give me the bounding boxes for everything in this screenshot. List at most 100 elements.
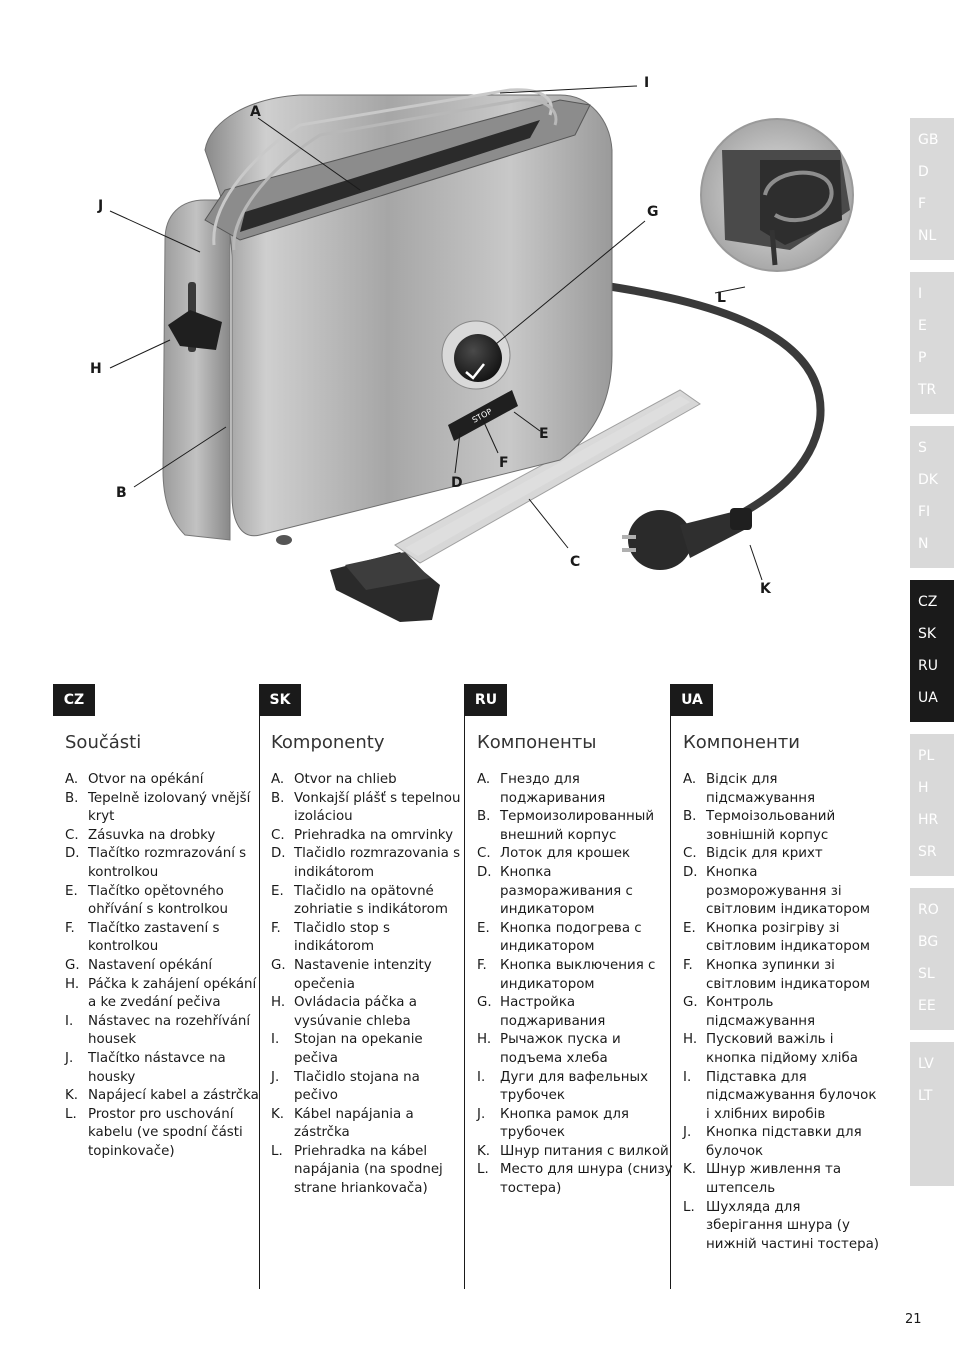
- language-code[interactable]: DK: [918, 472, 938, 488]
- item-text: Otvor na opékání: [88, 772, 204, 787]
- item-letter: I.: [683, 1069, 692, 1085]
- item-letter: D.: [271, 846, 286, 862]
- item-text: Priehradka na kábel napájania (na spodne…: [294, 1143, 443, 1197]
- list-item: C.Priehradka na omrvinky: [271, 827, 467, 846]
- language-code[interactable]: D: [918, 164, 929, 180]
- list-item: I.Nástavec na rozehřívání housek: [65, 1013, 261, 1050]
- list-item: B.Термоізольований зовнішній корпус: [683, 808, 879, 845]
- item-letter: L.: [271, 1143, 283, 1159]
- language-code[interactable]: LV: [918, 1056, 934, 1072]
- column-divider: [464, 684, 465, 1289]
- language-code[interactable]: LT: [918, 1088, 933, 1104]
- item-letter: C.: [683, 846, 697, 862]
- callout-G: G: [647, 204, 659, 220]
- language-tag: RU: [465, 684, 507, 716]
- item-text: Zásuvka na drobky: [88, 827, 216, 843]
- list-item: E. Tlačidlo na opätovné zohriatie s indik…: [271, 883, 467, 920]
- item-letter: E.: [271, 883, 284, 899]
- language-code[interactable]: HR: [918, 812, 939, 828]
- list-item: F.Кнопка зупинки зі світловим індикаторо…: [683, 957, 879, 994]
- control-panel: STOP: [448, 390, 518, 441]
- language-code[interactable]: P: [918, 350, 927, 366]
- item-letter: J.: [683, 1125, 692, 1141]
- list-item: F.Кнопка выключения с индикатором: [477, 957, 673, 994]
- item-text: Кнопка підставки для булочок: [706, 1125, 862, 1159]
- list-item: H.Páčka k zahájení opékání a ke zvedání …: [65, 976, 261, 1013]
- item-letter: F.: [65, 920, 75, 936]
- item-text: Відсік для крихт: [706, 846, 823, 862]
- list-item: D.Кнопка розморожування зі світловим інд…: [683, 864, 879, 920]
- item-letter: A.: [683, 772, 697, 787]
- callout-J: J: [97, 198, 103, 214]
- list-item: J. Кнопка підставки для булочок: [683, 1124, 879, 1161]
- language-code[interactable]: E: [918, 318, 927, 334]
- item-text: Prostor pro uschování kabelu (ve spodní …: [88, 1106, 243, 1159]
- language-code[interactable]: S: [918, 440, 927, 456]
- item-text: Рычажок пуска и подъема хлеба: [500, 1032, 621, 1066]
- item-text: Tlačítko nástavce na housky: [88, 1050, 226, 1085]
- language-code[interactable]: UA: [918, 690, 938, 706]
- language-group: RO BG SL EE: [910, 888, 954, 1030]
- language-code[interactable]: I: [918, 286, 923, 302]
- list-item: C.Лоток для крошек: [477, 845, 673, 864]
- callout-C: C: [570, 554, 580, 570]
- language-code[interactable]: N: [918, 536, 929, 552]
- item-letter: B.: [65, 790, 79, 806]
- toaster-illustration: STOP A B C D E F G H I J K L: [90, 75, 854, 622]
- language-code[interactable]: FI: [918, 504, 931, 520]
- language-code[interactable]: H: [918, 780, 929, 796]
- list-item: A.Otvor na chlieb: [271, 771, 467, 790]
- cord-storage-detail: [700, 118, 854, 272]
- language-code[interactable]: PL: [918, 748, 935, 764]
- language-code[interactable]: GB: [918, 132, 939, 148]
- language-code[interactable]: RO: [918, 902, 939, 918]
- item-text: Tlačítko rozmrazování s kontrolkou: [88, 846, 247, 880]
- item-text: Кнопка подогрева с индикатором: [500, 920, 642, 955]
- list-item: L.Шухляда для зберігання шнура (у нижній…: [683, 1199, 879, 1255]
- item-text: Кнопка розігріву зі світловим індикаторо…: [706, 920, 870, 955]
- browning-dial: [441, 320, 511, 390]
- language-code[interactable]: SR: [918, 844, 937, 860]
- language-tag: UA: [671, 684, 713, 716]
- item-letter: J.: [271, 1069, 280, 1085]
- page-number: 21: [905, 1312, 922, 1327]
- item-text: Ovládacia páčka a vysúvanie chleba: [294, 995, 417, 1029]
- item-text: Пусковий важіль і кнопка підйому хліба: [706, 1032, 858, 1066]
- language-code[interactable]: F: [918, 196, 927, 212]
- language-code[interactable]: CZ: [918, 594, 938, 610]
- list-item: G.Настройка поджаривания: [477, 994, 673, 1031]
- list-item: I.Stojan na opekanie pečiva: [271, 1031, 467, 1068]
- callout-K: K: [760, 581, 772, 597]
- section-title: Součásti: [65, 732, 142, 753]
- list-item: B.Термоизолированный внешний корпус: [477, 808, 673, 845]
- language-code[interactable]: BG: [918, 934, 939, 950]
- item-letter: I.: [477, 1069, 486, 1085]
- language-tag: SK: [259, 684, 301, 716]
- language-code[interactable]: TR: [918, 382, 937, 398]
- list-item: D.Кнопка размораживания с индикатором: [477, 864, 673, 920]
- item-text: Контроль підсмажування: [706, 995, 816, 1029]
- item-text: Stojan na opekanie pečiva: [294, 1032, 423, 1066]
- item-text: Tlačidlo na opätovné zohriatie s indikát…: [294, 883, 448, 918]
- list-item: K.Napájecí kabel a zástrčka: [65, 1087, 261, 1106]
- item-text: Настройка поджаривания: [500, 995, 606, 1029]
- item-letter: B.: [271, 790, 285, 806]
- language-code[interactable]: EE: [918, 998, 936, 1014]
- language-group: PL H HR SR: [910, 734, 954, 876]
- section-title: Компоненты: [477, 732, 597, 753]
- language-code[interactable]: RU: [918, 658, 938, 674]
- section-title: Komponenty: [271, 732, 385, 753]
- item-text: Napájecí kabel a zástrčka: [88, 1088, 259, 1104]
- list-item: A.Гнездо для поджаривания: [477, 771, 673, 808]
- item-text: Кнопка выключения с индикатором: [500, 957, 656, 992]
- item-text: Tlačidlo stop s indikátorom: [294, 920, 391, 955]
- language-code[interactable]: NL: [918, 228, 937, 244]
- language-code[interactable]: SK: [918, 626, 937, 642]
- item-letter: A.: [65, 772, 79, 787]
- language-code[interactable]: SL: [918, 966, 935, 982]
- callout-D: D: [451, 475, 463, 491]
- callout-B: B: [116, 485, 127, 501]
